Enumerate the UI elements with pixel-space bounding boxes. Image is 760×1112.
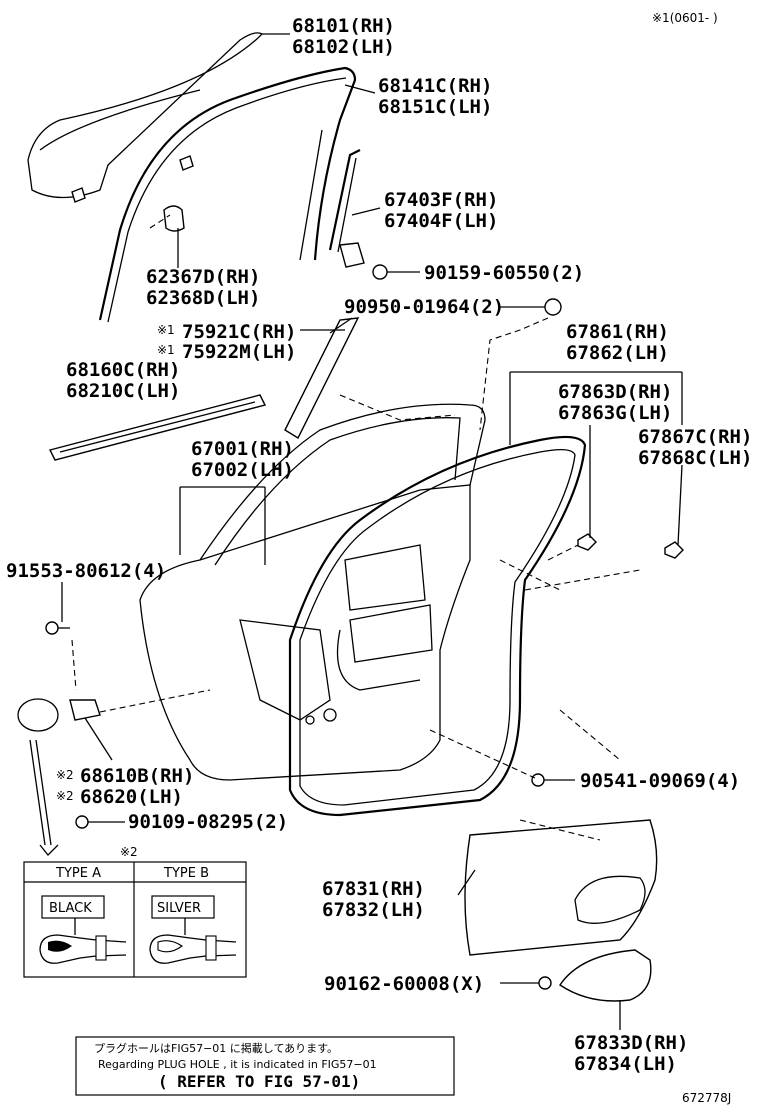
- corner-note: ※1(0601- ): [652, 11, 718, 25]
- label-67863g: 67863G(LH): [558, 402, 672, 424]
- color-silver-label: SILVER: [157, 901, 201, 916]
- label-67833: 67833D(RH): [574, 1032, 688, 1054]
- label-67868: 67868C(LH): [638, 447, 752, 469]
- division-bar: [328, 149, 365, 268]
- label-67403: 67403F(RH): [384, 189, 498, 211]
- label-68160: 68160C(RH): [66, 359, 180, 381]
- label-68151: 68151C(LH): [378, 96, 492, 118]
- label-90109: 90109-08295(2): [128, 811, 288, 833]
- type-a-label: TYPE A: [55, 866, 101, 881]
- label-90159: 90159-60550(2): [424, 262, 584, 284]
- screw-90159: [372, 264, 420, 280]
- footer-note-en: Regarding PLUG HOLE , it is indicated in…: [98, 1058, 377, 1071]
- label-62367: 62367D(RH): [146, 266, 260, 288]
- label-67861: 67861(RH): [566, 321, 669, 343]
- label-67863d: 67863D(RH): [558, 381, 672, 403]
- label-75922: 75922M(LH): [182, 341, 296, 363]
- label-75921: 75921C(RH): [182, 321, 296, 343]
- label-67002: 67002(LH): [191, 459, 294, 481]
- label-67862: 67862(LH): [566, 342, 669, 364]
- mark-68610: ※2: [56, 768, 74, 782]
- color-black-label: BLACK: [49, 901, 92, 916]
- mark-75922: ※1: [157, 343, 175, 357]
- hinge-icon-type-a: [39, 934, 127, 964]
- label-68610: 68610B(RH): [80, 765, 194, 787]
- label-62368: 62368D(LH): [146, 287, 260, 309]
- label-68210: 68210C(LH): [66, 380, 180, 402]
- door-glass: [27, 32, 264, 203]
- footer-note-ref: ( REFER TO FIG 57-01): [158, 1072, 360, 1091]
- footer-note: プラグホールはFIG57−01 に掲載してあります。 Regarding PLU…: [75, 1036, 455, 1096]
- label-68620: 68620(LH): [80, 786, 183, 808]
- dashed-guides: [339, 394, 641, 841]
- type-box-note: ※2: [120, 845, 138, 859]
- label-90162: 90162-60008(X): [324, 973, 484, 995]
- part-labels: ※1(0601- ) 68101(RH) 68102(LH) 68141C(RH…: [6, 11, 752, 1075]
- footer-note-jp: プラグホールはFIG57−01 に掲載してあります。: [94, 1041, 338, 1055]
- label-90541: 90541-09069(4): [580, 770, 740, 792]
- label-67831: 67831(RH): [322, 878, 425, 900]
- label-68101: 68101(RH): [292, 15, 395, 37]
- cover-67833: [500, 949, 652, 1002]
- door-check: [17, 689, 211, 856]
- screw-91553: [45, 621, 77, 691]
- figure-code: 672778J: [682, 1091, 731, 1105]
- label-67404: 67404F(LH): [384, 210, 498, 232]
- mark-75921: ※1: [157, 323, 175, 337]
- screw-90109: [75, 815, 125, 829]
- clip-67863: [547, 533, 597, 561]
- stopper-part: [149, 205, 185, 232]
- hinge-icon-type-b: [149, 934, 237, 964]
- door-panel: [139, 403, 486, 781]
- door-weatherstrip: [288, 435, 587, 817]
- label-67867: 67867C(RH): [638, 426, 752, 448]
- label-67001: 67001(RH): [191, 438, 294, 460]
- service-hole-cover: [464, 819, 658, 956]
- label-67832: 67832(LH): [322, 899, 425, 921]
- belt-moulding: [48, 394, 267, 461]
- screw-90541: [429, 729, 575, 787]
- mark-68620: ※2: [56, 789, 74, 803]
- label-68141: 68141C(RH): [378, 75, 492, 97]
- type-b-label: TYPE B: [163, 866, 209, 881]
- garnish-75921: [284, 317, 360, 439]
- type-box: ※2 TYPE A TYPE B BLACK SILVER: [23, 845, 247, 978]
- label-68102: 68102(LH): [292, 36, 395, 58]
- label-91553: 91553-80612(4): [6, 560, 166, 582]
- label-67834: 67834(LH): [574, 1053, 677, 1075]
- glass-run: [98, 66, 357, 323]
- leader-lines: [61, 33, 683, 1030]
- clip-67867: [664, 541, 684, 559]
- label-90950: 90950-01964(2): [344, 296, 504, 318]
- clip-90950: [479, 298, 562, 431]
